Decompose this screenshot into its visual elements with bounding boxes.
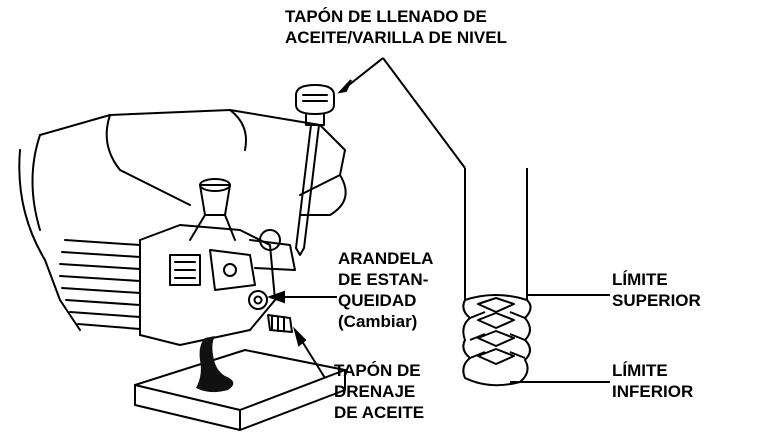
fill-cap-line1: TAPÓN DE LLENADO DE xyxy=(285,7,487,26)
oil-stream xyxy=(196,336,234,393)
fill-cap-line2: ACEITE/VARILLA DE NIVEL xyxy=(285,28,507,47)
drain-plug-line1: TAPÓN DE xyxy=(334,361,421,380)
engine-illustration xyxy=(18,84,347,431)
lower-limit-label: LÍMITE INFERIOR xyxy=(612,360,693,402)
drain-plug-line2: DRENAJE xyxy=(334,382,416,401)
fill-cap-dipstick-label: TAPÓN DE LLENADO DE ACEITE/VARILLA DE NI… xyxy=(285,6,507,48)
washer-line2: DE ESTAN- xyxy=(338,270,429,289)
washer-line4: (Cambiar) xyxy=(338,312,418,331)
upper-limit-line1: LÍMITE xyxy=(612,270,668,289)
lower-limit-line2: INFERIOR xyxy=(612,382,694,401)
dipstick-inset xyxy=(462,168,532,387)
upper-limit-line2: SUPERIOR xyxy=(612,291,701,310)
washer-line1: ARANDELA xyxy=(338,249,434,268)
leader-lines xyxy=(267,57,610,383)
lower-limit-line1: LÍMITE xyxy=(612,361,668,380)
drain-plug-line3: DE ACEITE xyxy=(334,403,425,422)
drain-plug-label: TAPÓN DE DRENAJE DE ACEITE xyxy=(334,360,424,423)
sealing-washer-label: ARANDELA DE ESTAN- QUEIDAD (Cambiar) xyxy=(338,248,433,332)
washer-line3: QUEIDAD xyxy=(338,291,417,310)
upper-limit-label: LÍMITE SUPERIOR xyxy=(612,269,701,311)
